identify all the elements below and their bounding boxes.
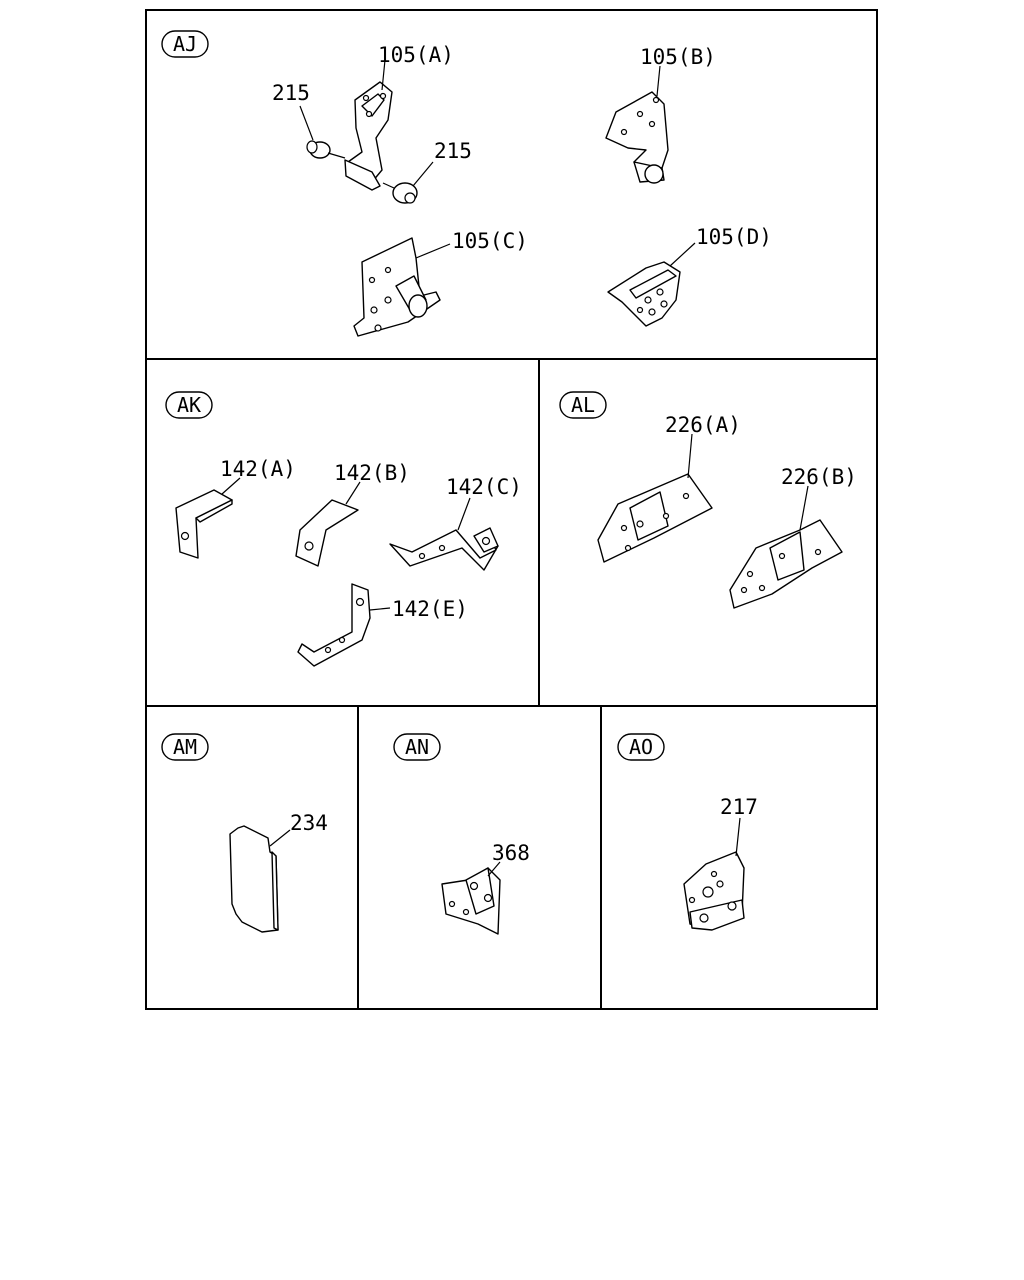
part-226b-bracket [729, 519, 843, 609]
label-226a: 226(A) [665, 413, 741, 437]
panel-aj: AJ 105(A) 215 215 [161, 30, 772, 337]
part-142b-bracket [295, 499, 359, 567]
section-badge-an: AN [393, 733, 441, 761]
section-code-al: AL [571, 393, 595, 417]
part-368-bracket [441, 867, 501, 935]
panel-an: AN 368 [393, 733, 530, 935]
label-142c: 142(C) [446, 475, 522, 499]
label-215-right: 215 [434, 139, 472, 163]
section-badge-ao: AO [617, 733, 665, 761]
label-142e: 142(E) [392, 597, 468, 621]
section-badge-am: AM [161, 733, 209, 761]
part-226a-bracket [597, 473, 713, 563]
label-105b: 105(B) [640, 45, 716, 69]
label-234: 234 [290, 811, 328, 835]
panel-ao: AO 217 [617, 733, 758, 931]
label-105a: 105(A) [378, 43, 454, 67]
panel-al: AL 226(A) 226(B) [559, 391, 857, 609]
part-105d-bracket [607, 261, 681, 327]
part-142c-bracket [389, 527, 499, 571]
label-105c: 105(C) [452, 229, 528, 253]
section-badge-al: AL [559, 391, 607, 419]
label-226b: 226(B) [781, 465, 857, 489]
label-217: 217 [720, 795, 758, 819]
section-code-ak: AK [177, 393, 201, 417]
panel-ak: AK 142(A) 142(B) 142(C) [165, 391, 522, 667]
label-142b: 142(B) [334, 461, 410, 485]
part-105c-bracket [353, 237, 441, 337]
section-badge-aj: AJ [161, 30, 209, 58]
part-142a-bracket [175, 489, 233, 559]
section-code-an: AN [405, 735, 429, 759]
label-215-left: 215 [272, 81, 310, 105]
part-215-bushing-right [382, 182, 418, 204]
part-105b-pedal-arm [605, 91, 669, 184]
label-105d: 105(D) [696, 225, 772, 249]
panel-am: AM 234 [161, 733, 328, 933]
label-368: 368 [492, 841, 530, 865]
section-code-ao: AO [629, 735, 653, 759]
part-215-bushing-left [306, 140, 346, 159]
section-code-am: AM [173, 735, 197, 759]
diagram-frame [145, 9, 878, 1010]
part-217-bracket [683, 851, 745, 931]
part-142e-bracket [297, 583, 371, 667]
part-105a-pedal-arm [344, 81, 393, 191]
label-142a: 142(A) [220, 457, 296, 481]
section-badge-ak: AK [165, 391, 213, 419]
part-234-plate [229, 825, 279, 933]
section-code-aj: AJ [173, 32, 197, 56]
